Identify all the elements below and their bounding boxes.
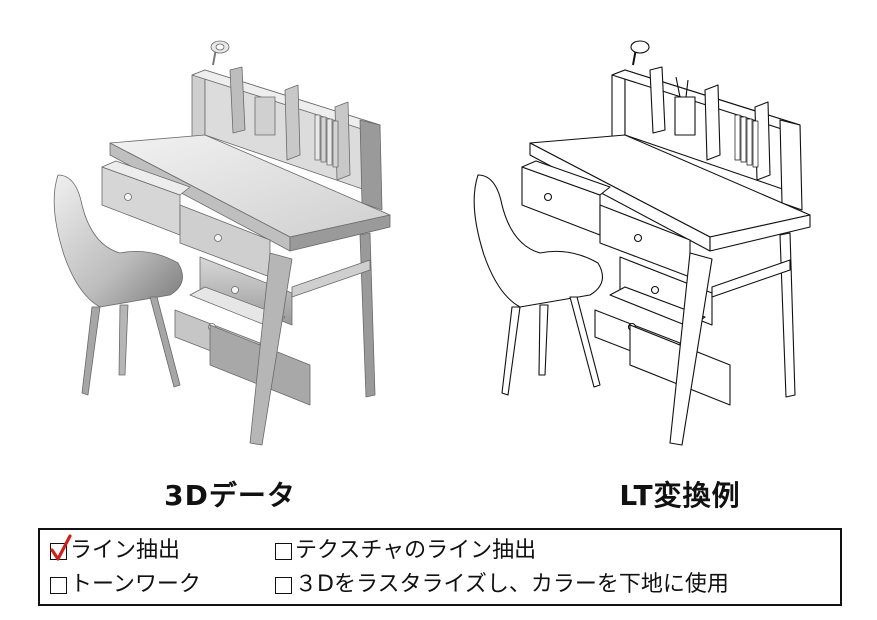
checkbox-unchecked[interactable] — [275, 576, 292, 594]
desk-3d-render-image — [53, 40, 391, 446]
option-label: トーンワーク — [70, 572, 201, 597]
conversion-options-box: ライン抽出 テクスチャのライン抽出 トーンワーク ３Dをラスタライズし、カラーを… — [38, 528, 842, 606]
option-tone-work[interactable]: トーンワーク — [50, 570, 201, 600]
red-check-icon — [50, 533, 72, 561]
checkbox-checked[interactable] — [50, 533, 72, 561]
caption-lt-conversion: LT変換例 — [619, 479, 741, 512]
desk-line-art-image — [473, 40, 811, 446]
checkbox-unchecked[interactable] — [275, 542, 292, 560]
option-texture-line-extraction[interactable]: テクスチャのライン抽出 — [275, 536, 536, 566]
option-label: ３Dをラスタライズし、カラーを下地に使用 — [295, 572, 729, 597]
option-label: ライン抽出 — [70, 538, 181, 563]
option-line-extraction[interactable]: ライン抽出 — [50, 533, 181, 566]
option-rasterize-color-base[interactable]: ３Dをラスタライズし、カラーを下地に使用 — [275, 570, 729, 600]
caption-3d-data: 3Dデータ — [164, 479, 296, 512]
option-label: テクスチャのライン抽出 — [295, 538, 537, 563]
checkbox-unchecked[interactable] — [50, 576, 67, 594]
